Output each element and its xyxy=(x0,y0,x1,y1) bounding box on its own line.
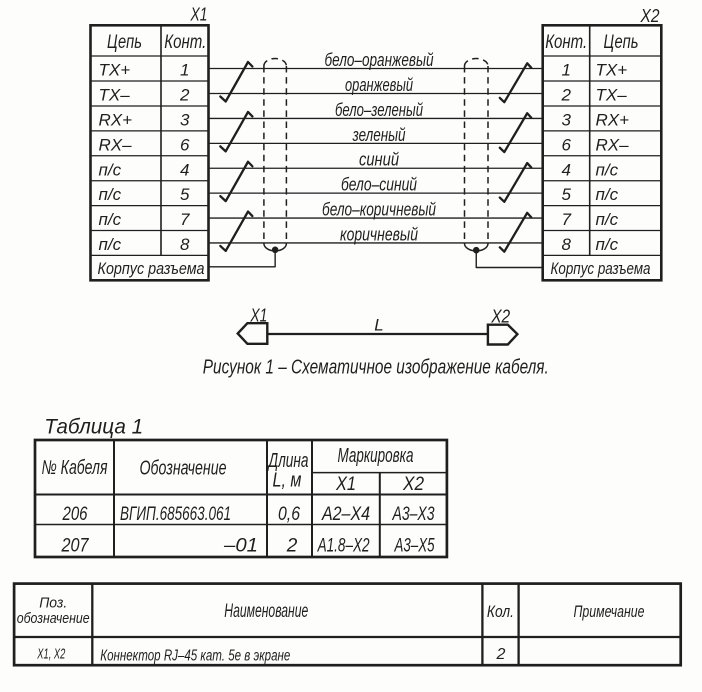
svg-text:L, м: L, м xyxy=(273,470,302,492)
svg-text:8: 8 xyxy=(180,235,190,254)
svg-text:оранжевый: оранжевый xyxy=(345,75,413,95)
svg-text:3: 3 xyxy=(180,110,190,129)
svg-text:TX+: TX+ xyxy=(596,61,628,80)
svg-text:3: 3 xyxy=(561,110,571,129)
svg-text:X2: X2 xyxy=(402,474,424,495)
svg-text:бело–синий: бело–синий xyxy=(341,175,417,195)
svg-text:2: 2 xyxy=(286,536,298,557)
svg-text:№ Кабеля: № Кабеля xyxy=(42,457,108,479)
svg-text:Рисунок 1 – Схематичное изобра: Рисунок 1 – Схематичное изображение кабе… xyxy=(203,357,549,379)
svg-text:п/с: п/с xyxy=(596,160,619,179)
svg-text:2: 2 xyxy=(495,646,505,663)
svg-text:TX+: TX+ xyxy=(99,61,131,80)
svg-text:коричневый: коричневый xyxy=(340,224,418,244)
svg-text:бело–коричневый: бело–коричневый xyxy=(322,199,436,219)
svg-text:п/с: п/с xyxy=(596,210,619,229)
svg-text:L: L xyxy=(374,316,383,335)
svg-text:п/с: п/с xyxy=(99,185,122,204)
svg-text:А2–Х4: А2–Х4 xyxy=(321,504,370,525)
svg-text:п/с: п/с xyxy=(99,210,122,229)
svg-text:6: 6 xyxy=(180,135,190,154)
svg-text:п/с: п/с xyxy=(99,160,122,179)
svg-text:п/с: п/с xyxy=(596,185,619,204)
svg-text:206: 206 xyxy=(62,504,88,525)
svg-text:Наименование: Наименование xyxy=(224,601,308,622)
svg-text:Цепь: Цепь xyxy=(604,32,639,53)
svg-text:RX+: RX+ xyxy=(99,110,133,129)
svg-text:0,6: 0,6 xyxy=(278,504,300,525)
svg-text:RX+: RX+ xyxy=(596,110,630,129)
svg-text:А3–Х5: А3–Х5 xyxy=(394,536,435,557)
svg-text:А3–Х3: А3–Х3 xyxy=(392,504,435,525)
svg-text:Конт.: Конт. xyxy=(545,32,587,53)
svg-text:6: 6 xyxy=(561,135,571,154)
svg-text:–01: –01 xyxy=(223,536,258,557)
svg-text:зеленый: зеленый xyxy=(352,125,406,145)
svg-text:X1: X1 xyxy=(335,474,356,495)
svg-text:Длина: Длина xyxy=(267,450,308,472)
svg-text:X2: X2 xyxy=(640,6,660,26)
svg-text:Коннектор RJ–45 кат. 5е в экра: Коннектор RJ–45 кат. 5е в экране xyxy=(100,648,290,665)
svg-text:обозначение: обозначение xyxy=(17,610,90,627)
svg-text:4: 4 xyxy=(561,160,570,179)
svg-text:4: 4 xyxy=(180,160,189,179)
svg-text:Маркировка: Маркировка xyxy=(338,445,414,467)
svg-text:Цепь: Цепь xyxy=(107,32,142,53)
svg-text:5: 5 xyxy=(180,185,190,204)
svg-text:1: 1 xyxy=(180,61,189,80)
svg-text:п/с: п/с xyxy=(596,235,619,254)
svg-text:RX–: RX– xyxy=(596,135,630,154)
svg-text:X2: X2 xyxy=(490,306,510,326)
svg-text:бело–оранжевый: бело–оранжевый xyxy=(325,50,434,70)
svg-text:1: 1 xyxy=(561,61,570,80)
svg-text:бело–зеленый: бело–зеленый xyxy=(335,100,423,120)
svg-text:п/с: п/с xyxy=(99,235,122,254)
svg-text:5: 5 xyxy=(561,185,571,204)
svg-text:Обозначение: Обозначение xyxy=(140,457,227,479)
svg-text:Корпус разъема: Корпус разъема xyxy=(98,259,205,278)
svg-text:X1, X2: X1, X2 xyxy=(37,646,66,663)
svg-text:TX–: TX– xyxy=(99,86,131,105)
svg-text:Поз.: Поз. xyxy=(39,595,67,612)
svg-text:Таблица 1: Таблица 1 xyxy=(44,416,143,439)
svg-text:Корпус разъема: Корпус разъема xyxy=(551,259,651,278)
svg-text:RX–: RX– xyxy=(99,135,133,154)
svg-text:2: 2 xyxy=(560,86,571,105)
svg-text:7: 7 xyxy=(561,210,571,229)
svg-text:ВГИП.685663.061: ВГИП.685663.061 xyxy=(120,504,231,525)
svg-text:2: 2 xyxy=(179,86,190,105)
svg-text:207: 207 xyxy=(61,536,90,557)
svg-text:8: 8 xyxy=(561,235,571,254)
svg-text:А1.8–Х2: А1.8–Х2 xyxy=(317,536,370,557)
svg-text:TX–: TX– xyxy=(596,86,628,105)
svg-text:7: 7 xyxy=(180,210,190,229)
svg-text:синий: синий xyxy=(359,150,399,170)
svg-text:Кол.: Кол. xyxy=(487,602,514,621)
svg-text:X1: X1 xyxy=(250,306,268,326)
svg-text:X1: X1 xyxy=(190,5,208,25)
svg-text:Примечание: Примечание xyxy=(574,602,645,621)
svg-text:Конт.: Конт. xyxy=(164,32,206,53)
